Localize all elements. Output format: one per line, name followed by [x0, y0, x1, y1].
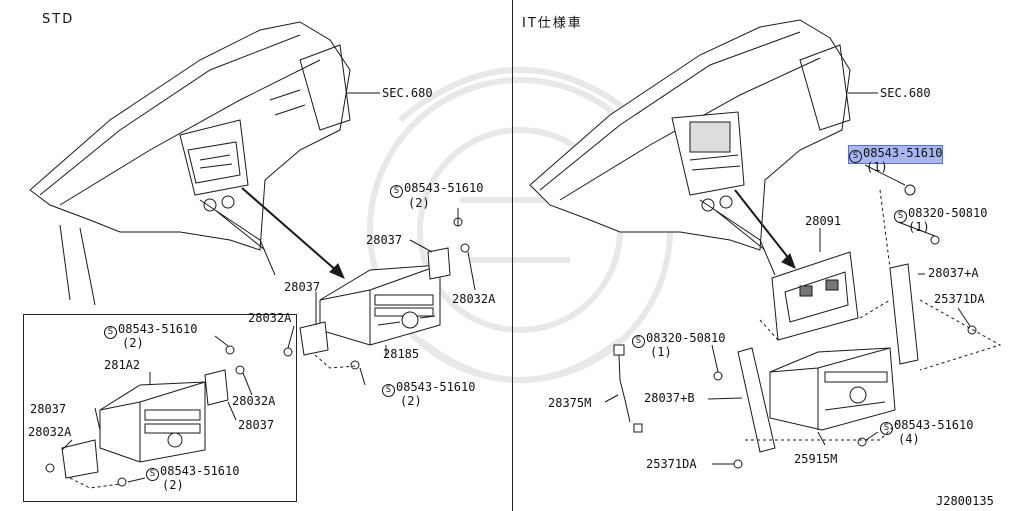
label-inset-28032a-left[interactable]: 28032A	[28, 425, 72, 439]
label-25371da-left[interactable]: 25371DA	[646, 457, 697, 471]
right-leaders	[604, 92, 1002, 465]
label-inset-28037-left[interactable]: 28037	[30, 402, 67, 416]
screw-symbol-icon: S	[146, 468, 159, 481]
label-28032a-right[interactable]: 28032A	[452, 292, 496, 306]
screw-symbol-icon: S	[104, 326, 117, 339]
label-qty: (1)	[908, 220, 930, 234]
label-281a2[interactable]: 281A2	[104, 358, 141, 372]
left-dashboard	[29, 21, 351, 306]
label-qty: (1)	[866, 160, 888, 174]
label-sec680-left: SEC.680	[382, 86, 433, 100]
label-qty: (2)	[162, 478, 184, 492]
label-28091[interactable]: 28091	[805, 214, 842, 228]
label-25915m[interactable]: 25915M	[794, 452, 838, 466]
label-part-number: 08543-51610	[396, 380, 476, 394]
label-sec680-right: SEC.680	[880, 86, 931, 100]
label-part-number: 08320-50810	[646, 331, 726, 345]
label-qty: (2)	[400, 394, 422, 408]
label-part-number: 08543-51610	[118, 322, 198, 336]
inset-box	[23, 314, 297, 502]
screw-symbol-icon: S	[632, 335, 645, 348]
label-qty: (1)	[650, 345, 672, 359]
screw-symbol-icon: S	[849, 150, 862, 163]
label-qty: (2)	[408, 196, 430, 210]
label-part-number: 08543-51610	[160, 464, 240, 478]
left-brackets	[283, 217, 470, 370]
inset-head-unit	[45, 345, 245, 487]
right-dashboard	[529, 19, 851, 276]
label-28185[interactable]: 28185	[383, 347, 420, 361]
label-qty: (4)	[898, 432, 920, 446]
label-part-number: 08543-51610	[894, 418, 974, 432]
label-inset-28032a-right[interactable]: 28032A	[232, 394, 276, 408]
screw-symbol-icon: S	[382, 384, 395, 397]
inset-leaders	[61, 335, 253, 489]
label-part-number: 08543-51610	[863, 146, 943, 160]
label-part-number: 08320-50810	[908, 206, 988, 220]
screw-symbol-icon: S	[390, 185, 403, 198]
label-28032a-left[interactable]: 28032A	[248, 311, 292, 325]
left-leaders	[287, 92, 476, 386]
right-head-unit	[769, 347, 896, 431]
label-28037-upper[interactable]: 28037	[366, 233, 403, 247]
left-arrow	[241, 187, 345, 279]
label-28375m[interactable]: 28375M	[548, 396, 592, 410]
left-panel-title: STD	[42, 12, 75, 27]
right-panel-title: IT仕様車	[522, 16, 583, 31]
label-28037-mid[interactable]: 28037	[284, 280, 321, 294]
label-28037a[interactable]: 28037+A	[928, 266, 979, 280]
figure-code: J2800135	[936, 494, 994, 508]
left-head-unit	[319, 264, 441, 346]
panel-divider	[512, 0, 513, 511]
screw-symbol-icon: S	[880, 422, 893, 435]
right-arrow	[734, 189, 796, 269]
label-28037b[interactable]: 28037+B	[644, 391, 695, 405]
label-part-number: 08543-51610	[404, 181, 484, 195]
right-brackets	[613, 184, 977, 469]
label-inset-28037-right[interactable]: 28037	[238, 418, 275, 432]
label-qty: (2)	[122, 336, 144, 350]
right-display	[771, 251, 859, 341]
label-25371da-right[interactable]: 25371DA	[934, 292, 985, 306]
screw-symbol-icon: S	[894, 210, 907, 223]
